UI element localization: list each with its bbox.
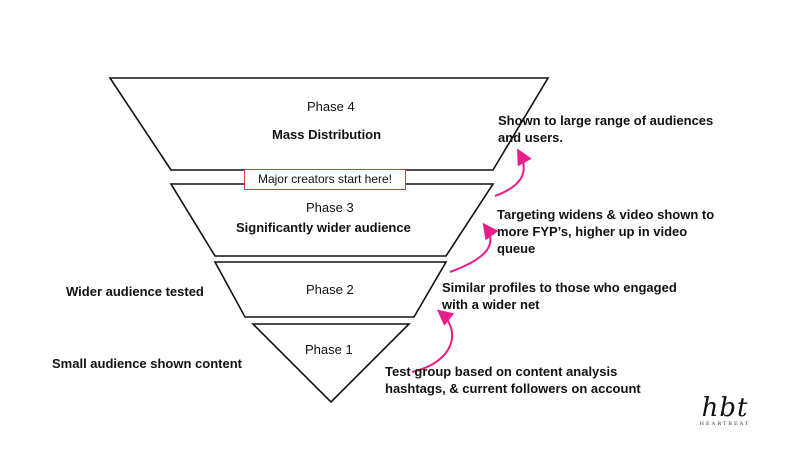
note-phase-3: Targeting widens & video shown to more F… [497,206,714,257]
note-phase-4-line-1: Shown to large range of audiences [498,113,714,128]
note-phase-3-line-2: more FYP’s, higher up in video [497,224,688,239]
note-phase-1-line-2: hashtags, & current followers on account [385,381,641,396]
arrow-phase2-to-phase3 [449,222,499,273]
major-creators-callout: Major creators start here! [244,169,406,190]
phase-1-number: Phase 1 [305,342,353,357]
phase-4-number: Phase 4 [307,99,355,114]
left-label-phase-2: Wider audience tested [66,284,204,299]
phase-2-trapezoid [213,261,448,318]
phase-1-triangle [251,323,411,404]
note-phase-3-line-3: queue [497,241,536,256]
note-phase-2-line-1: Similar profiles to those who engaged [442,280,677,295]
note-phase-4: Shown to large range of audiences and us… [498,112,713,146]
note-phase-4-line-2: and users. [498,130,564,145]
left-label-phase-1: Small audience shown content [52,356,242,371]
note-phase-3-line-1: Targeting widens & video shown to [497,207,715,222]
phase-4-trapezoid [108,77,550,171]
arrow-phase1-to-phase2 [411,309,455,373]
phase-4-title: Mass Distribution [272,127,382,142]
phase-3-number: Phase 3 [306,200,354,215]
note-phase-1-line-1: Test group based on content analysis [385,364,618,379]
note-phase-1: Test group based on content analysis has… [385,363,641,397]
brand-mark: hbt [701,393,749,423]
note-phase-2-line-2: with a wider net [442,297,540,312]
arrow-phase3-to-phase4 [494,148,532,197]
brand-wordmark: HEARTBEAT [699,421,751,427]
note-phase-2: Similar profiles to those who engaged wi… [442,279,677,313]
heartbeat-logo: hbt HEARTBEAT [690,395,760,427]
phase-2-number: Phase 2 [306,282,354,297]
phase-3-title: Significantly wider audience [236,220,411,235]
